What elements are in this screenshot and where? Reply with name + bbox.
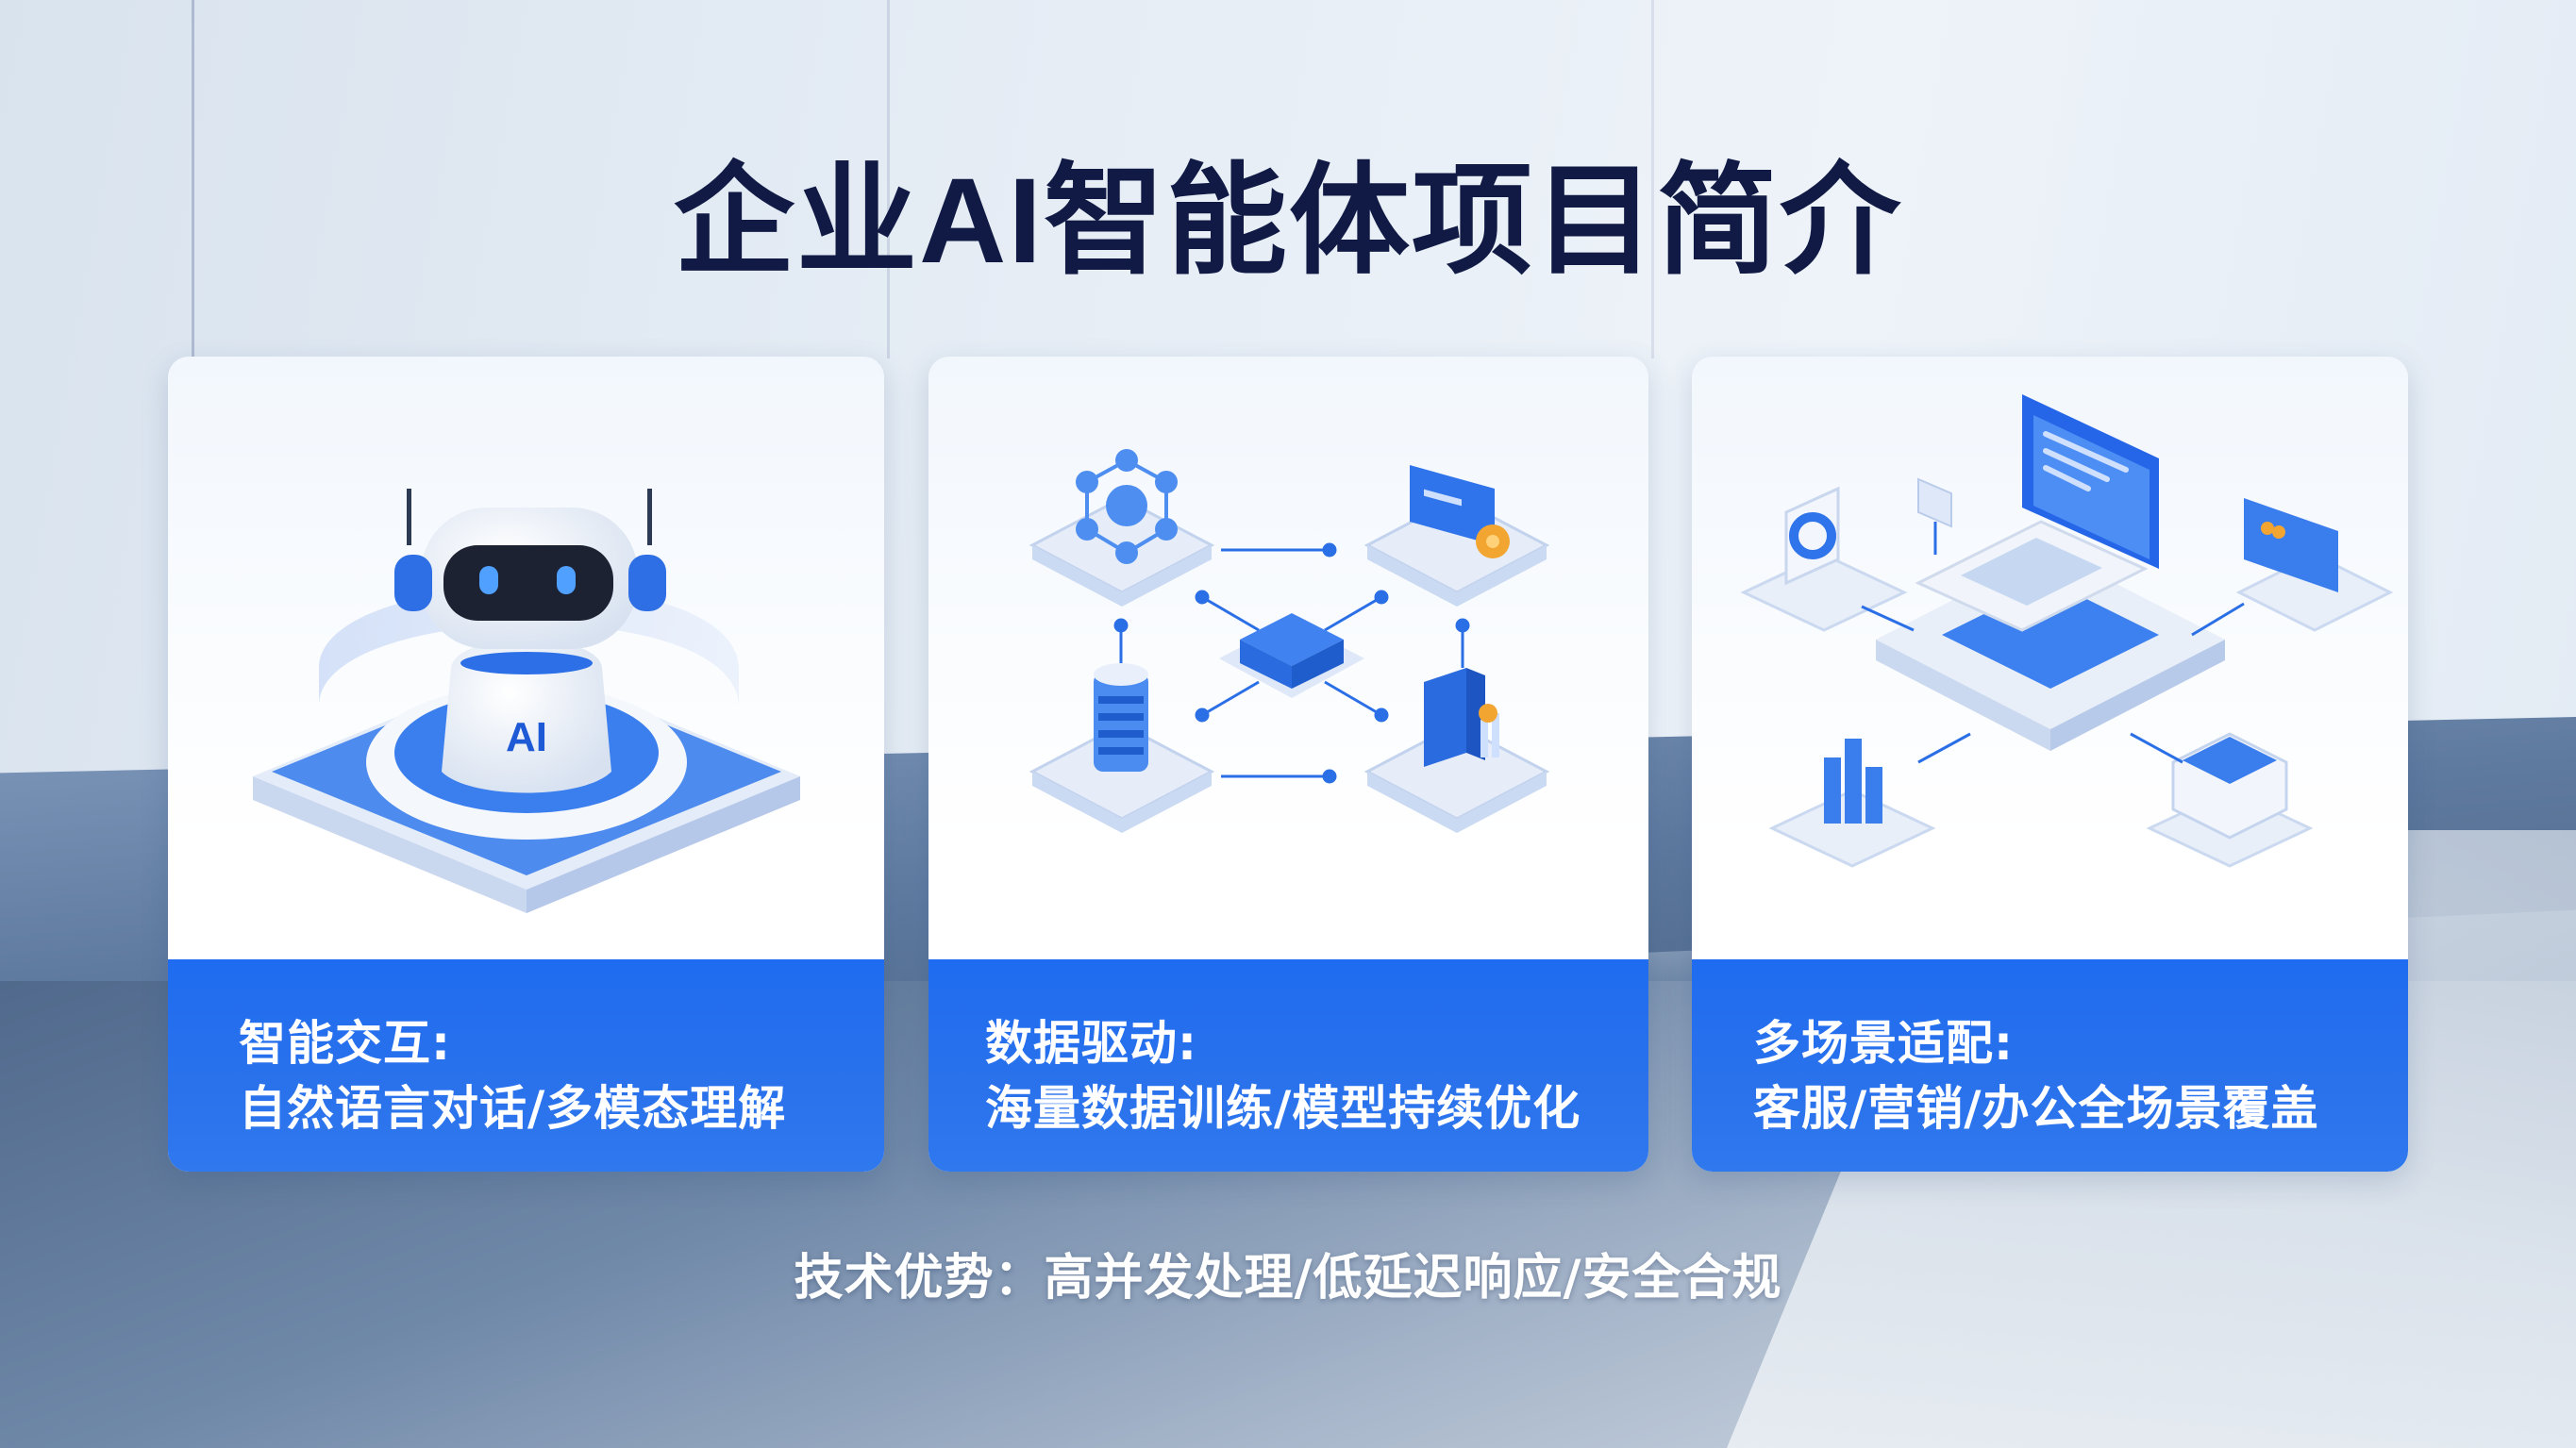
card-description: 客服/营销/办公全场景覆盖 xyxy=(1753,1081,2319,1136)
background-divider xyxy=(1651,0,1654,358)
card-caption: 数据驱动: 海量数据训练/模型持续优化 xyxy=(928,959,1648,1172)
card-caption: 智能交互: 自然语言对话/多模态理解 xyxy=(168,959,884,1172)
feature-card-interaction: AI 智能交互: 自然语言对话/多模态理解 xyxy=(168,357,884,1172)
robot-icon: AI xyxy=(168,357,884,960)
background-divider xyxy=(887,0,890,358)
feature-card-data: 数据驱动: 海量数据训练/模型持续优化 xyxy=(928,357,1648,1172)
tech-advantages-caption: 技术优势：高并发处理/低延迟响应/安全合规 xyxy=(794,1250,1782,1307)
feature-card-scenarios: 多场景适配: 客服/营销/办公全场景覆盖 xyxy=(1692,357,2408,1172)
page-title: 企业AI智能体项目简介 xyxy=(673,154,1902,289)
card-heading: 智能交互: xyxy=(239,1016,451,1071)
card-description: 自然语言对话/多模态理解 xyxy=(239,1081,787,1136)
card-heading: 多场景适配: xyxy=(1753,1016,2014,1071)
card-heading: 数据驱动: xyxy=(985,1016,1197,1071)
data-network-icon xyxy=(928,357,1648,960)
ai-badge: AI xyxy=(506,714,547,760)
card-description: 海量数据训练/模型持续优化 xyxy=(985,1081,1581,1136)
background-divider xyxy=(192,0,194,358)
multi-scenario-laptop-icon xyxy=(1692,357,2408,960)
card-caption: 多场景适配: 客服/营销/办公全场景覆盖 xyxy=(1692,959,2408,1172)
